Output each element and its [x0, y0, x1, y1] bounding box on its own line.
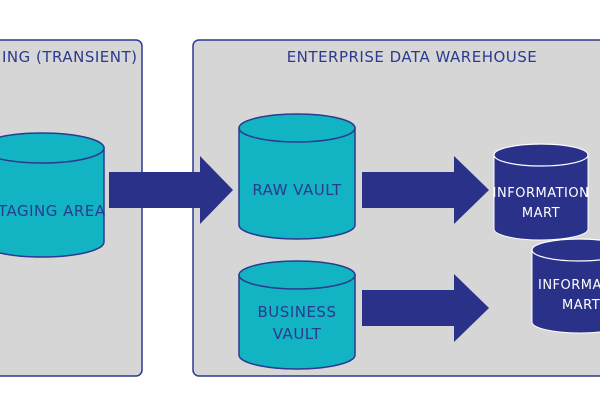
- info-mart-1-label-line2: MART: [522, 206, 560, 221]
- info-mart-1-body: [493, 154, 589, 241]
- staging-area-body: [0, 147, 105, 258]
- info-mart-1-cylinder: INFORMATION MART: [493, 143, 590, 241]
- info-mart-2-label-line1: INFORMAT: [538, 278, 600, 293]
- arrow-staging-to-raw-vault: [109, 156, 233, 224]
- business-vault-top: [238, 260, 356, 290]
- business-vault-label-line1: BUSINESS: [258, 303, 337, 321]
- business-vault-label-line2: VAULT: [273, 325, 322, 343]
- raw-vault-cylinder: RAW VAULT: [238, 113, 356, 240]
- staging-area-label: TAGING AREA: [0, 202, 106, 220]
- business-vault-cylinder: BUSINESS VAULT: [238, 260, 356, 370]
- business-vault-body: [238, 274, 356, 370]
- staging-area-top: [0, 132, 105, 164]
- info-mart-2-label-line2: MART: [562, 298, 600, 313]
- edw-panel-title: ENTERPRISE DATA WAREHOUSE: [287, 48, 538, 66]
- info-mart-1-top: [493, 143, 589, 167]
- arrow-raw-vault-to-info-mart: [362, 156, 489, 224]
- staging-area-cylinder: TAGING AREA: [0, 132, 106, 258]
- arrow-business-vault-to-info-mart: [362, 274, 489, 342]
- info-mart-1-label-line1: INFORMATION: [493, 186, 590, 201]
- raw-vault-label: RAW VAULT: [252, 181, 342, 199]
- info-mart-2-top: [531, 238, 600, 262]
- info-mart-2-cylinder: INFORMAT MART: [531, 238, 600, 334]
- staging-panel-title: ING (TRANSIENT): [2, 48, 138, 66]
- raw-vault-top: [238, 113, 356, 143]
- info-mart-2-body: [531, 249, 600, 334]
- raw-vault-body: [238, 127, 356, 240]
